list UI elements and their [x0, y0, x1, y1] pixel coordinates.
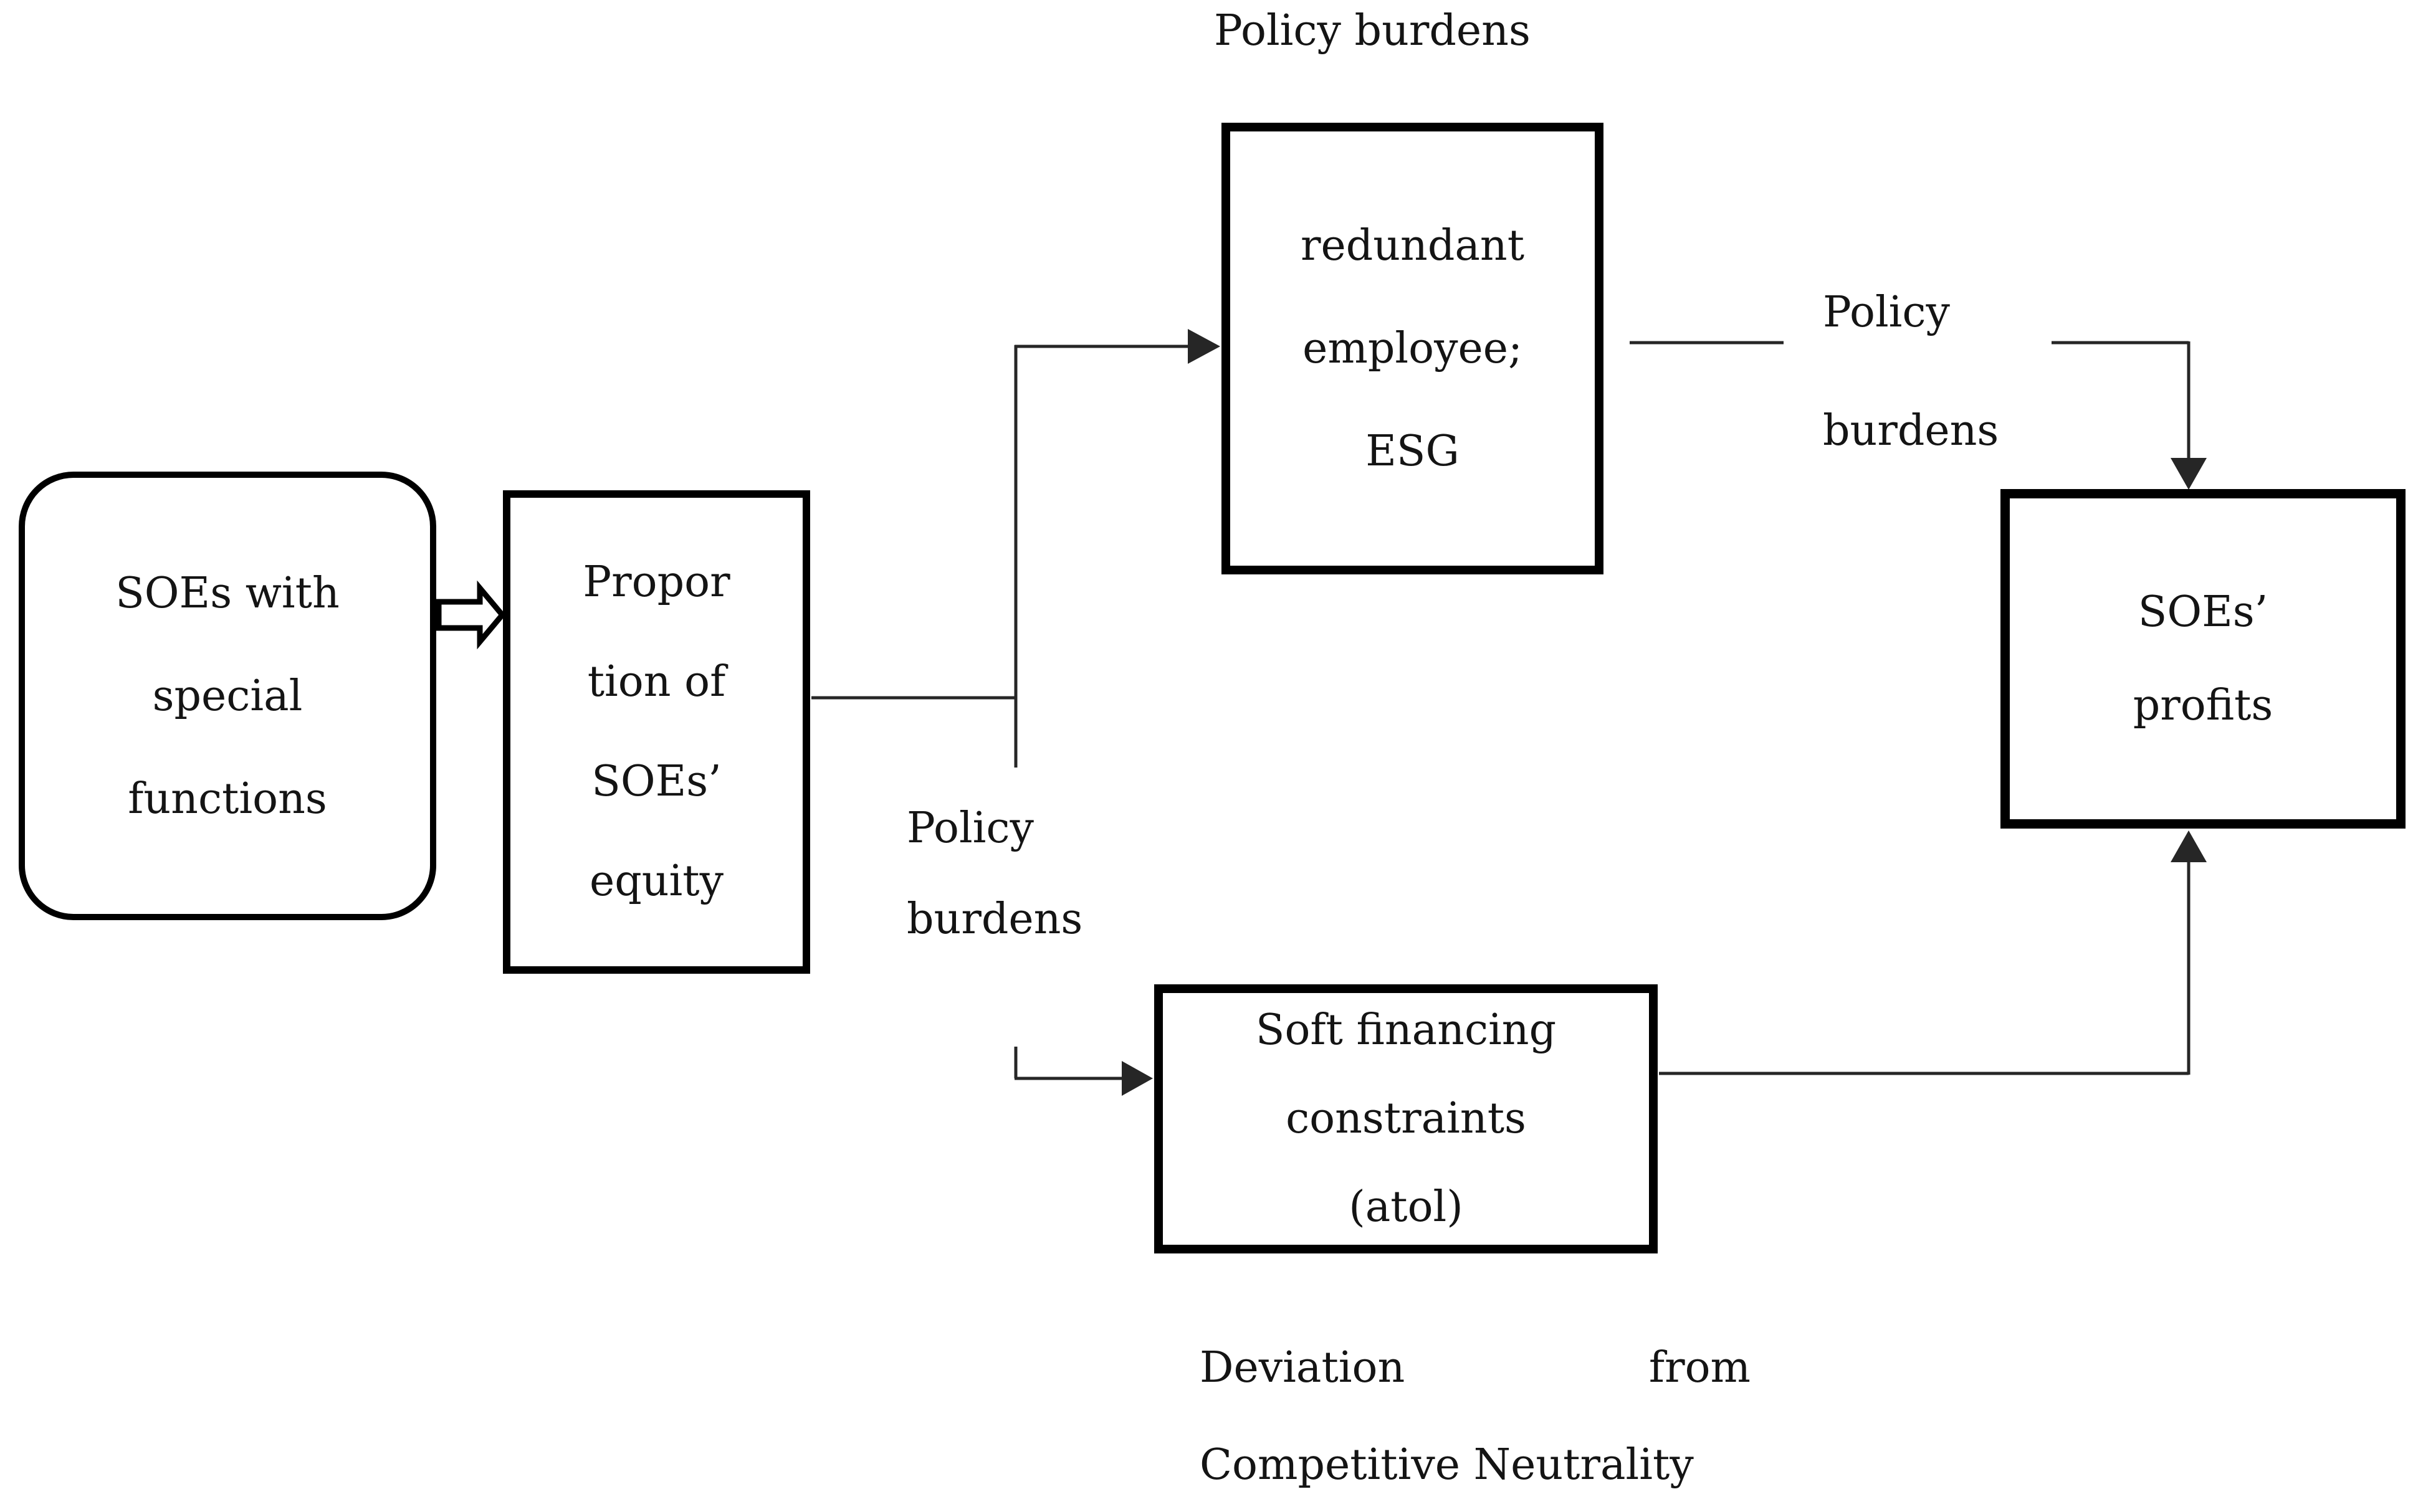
label-policy-burdens-right-line2: burdens: [1823, 406, 1999, 455]
label-policy-burdens-top: Policy burdens: [1214, 6, 1531, 55]
label-policy-burdens-middle-line2: burdens: [907, 895, 1083, 944]
node-text-line: tion of: [587, 657, 726, 706]
label-from-word: from: [1648, 1343, 1751, 1392]
node-text-line: redundant: [1300, 221, 1525, 270]
node-text-line: SOEs’: [591, 757, 722, 806]
node-soft-financing-constraints: Soft financing constraints (atol): [1154, 984, 1658, 1253]
node-soes-with-special-functions: SOEs with special functions: [19, 472, 436, 920]
node-text-line: employee;: [1302, 324, 1522, 373]
node-text-line: Propor: [583, 558, 730, 607]
arrowhead-into-profits-bottom-icon: [2171, 830, 2207, 862]
node-text-line: special: [152, 671, 303, 721]
label-deviation-from: Deviation from: [1200, 1347, 1751, 1389]
label-policy-burdens-middle-line1: Policy: [907, 804, 1034, 853]
arrowhead-into-soft-financing-icon: [1122, 1061, 1153, 1096]
block-arrow-icon: [436, 580, 506, 650]
node-soes-profits: SOEs’ profits: [2000, 489, 2406, 829]
node-text-line: functions: [128, 774, 327, 824]
node-text-line: (atol): [1349, 1182, 1463, 1232]
arrowhead-into-profits-top-icon: [2171, 458, 2207, 490]
node-text-line: SOEs’: [2138, 587, 2268, 637]
arrowhead-into-redundant-icon: [1188, 329, 1220, 364]
label-deviation-word: Deviation: [1200, 1343, 1405, 1392]
label-competitive-neutrality: Competitive Neutrality: [1200, 1440, 1694, 1490]
node-text-line: equity: [589, 857, 724, 906]
node-text-line: profits: [2133, 680, 2273, 730]
label-policy-burdens-right-line1: Policy: [1823, 288, 1950, 337]
node-text-line: constraints: [1286, 1094, 1526, 1143]
node-text-line: SOEs with: [115, 568, 340, 618]
node-text-line: ESG: [1365, 427, 1460, 476]
node-redundant-employee-esg: redundant employee; ESG: [1221, 123, 1603, 574]
node-text-line: Soft financing: [1255, 1006, 1557, 1055]
node-proportion-of-soes-equity: Propor tion of SOEs’ equity: [503, 490, 810, 974]
